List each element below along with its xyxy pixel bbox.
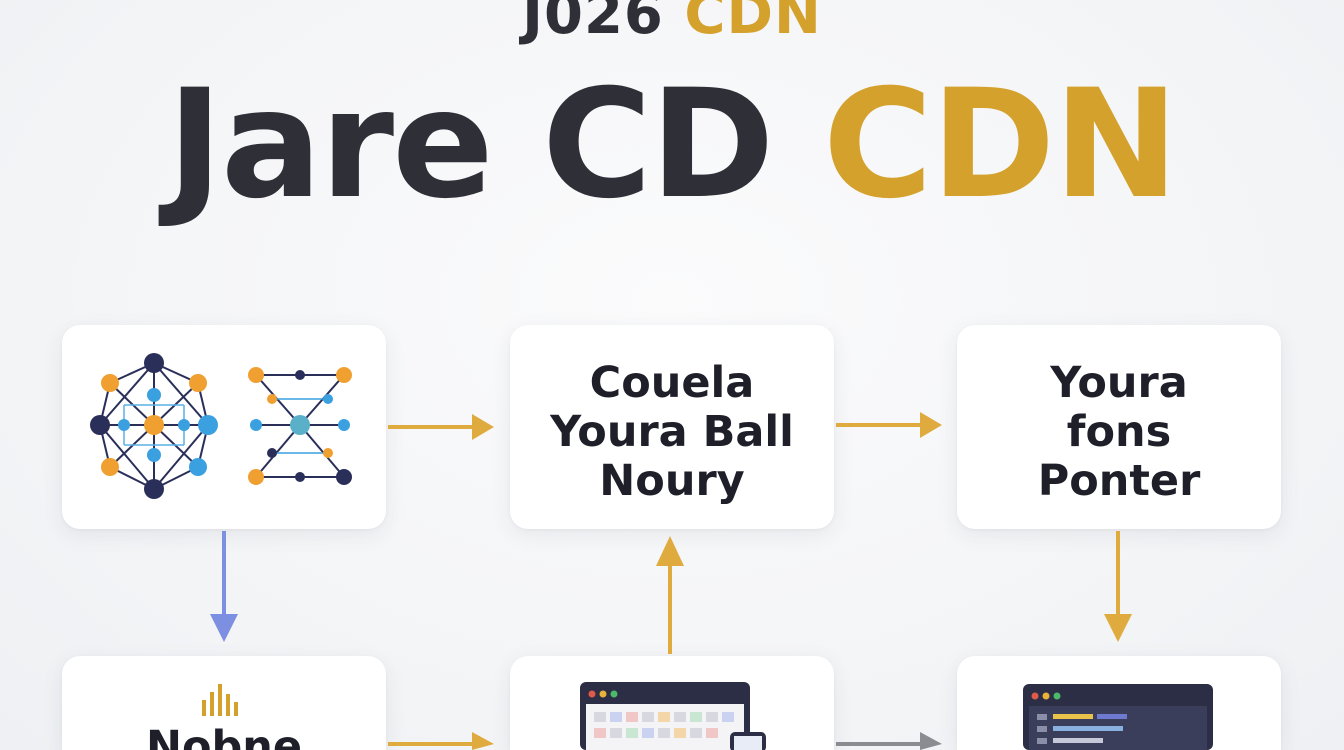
card-middle-top: Couela Youra Ball Noury xyxy=(510,325,834,529)
card-right-bottom xyxy=(957,656,1281,750)
browser-icons xyxy=(580,682,766,750)
card-line: fons xyxy=(1066,407,1172,457)
card-left-bottom-text: Nobne xyxy=(145,722,303,750)
hourglass-network-icon xyxy=(248,367,352,485)
network-icons xyxy=(90,353,352,499)
card-middle-top-text: Couela Youra Ball Noury xyxy=(510,359,834,506)
card-line: Youra xyxy=(1050,358,1188,408)
arrow-bottom-left-to-middle xyxy=(388,732,494,750)
arrow-middle-up xyxy=(656,536,684,654)
main-title-gold: CDN xyxy=(822,58,1179,232)
arrow-bottom-middle-to-right xyxy=(836,732,942,750)
main-title-dark: Jare CD xyxy=(167,58,775,232)
arrow-middle-to-right xyxy=(836,412,942,438)
card-line: Noury xyxy=(599,456,745,506)
code-window-icon xyxy=(1023,684,1213,750)
browser-grid-icon xyxy=(580,682,750,750)
bar-signal-icon xyxy=(202,684,238,716)
card-line: Ponter xyxy=(1037,456,1201,506)
main-title: Jare CD CDN xyxy=(0,70,1344,220)
super-title-gold: CDN xyxy=(684,0,822,47)
card-right-top-text: Youra fons Ponter xyxy=(957,359,1281,506)
arrow-right-down xyxy=(1104,531,1132,642)
card-left-bottom: Nobne xyxy=(62,656,386,750)
card-line: Couela xyxy=(589,358,755,408)
card-middle-bottom xyxy=(510,656,834,750)
super-title: J026 CDN xyxy=(0,0,1344,47)
card-right-top: Youra fons Ponter xyxy=(957,325,1281,529)
card-network xyxy=(62,325,386,529)
mobile-device-icon xyxy=(730,732,766,750)
card-line: Youra Ball xyxy=(550,407,794,457)
network-graph-icon xyxy=(90,353,218,499)
arrow-network-to-middle xyxy=(388,414,494,440)
super-title-dark: J026 xyxy=(522,0,664,47)
arrow-left-down xyxy=(210,531,238,642)
